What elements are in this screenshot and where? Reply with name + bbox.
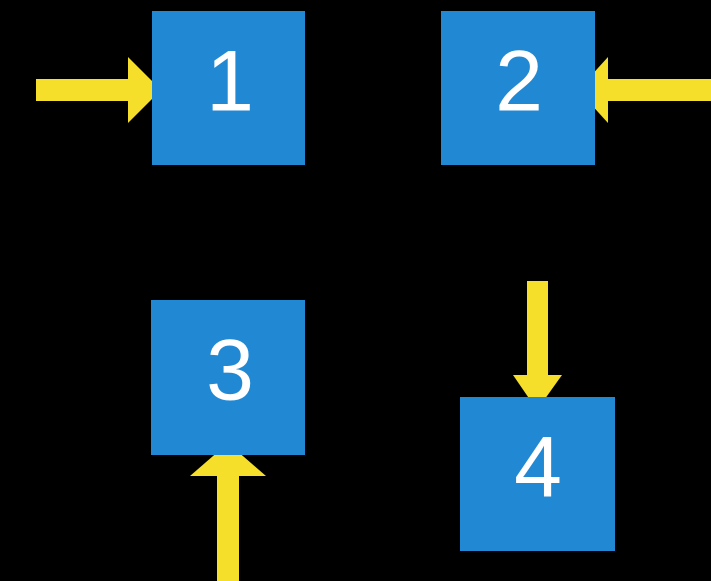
box-label-1: 1 [206,34,254,130]
box-4[interactable] [460,397,615,551]
labels-group: 1 2 3 4 [206,34,562,516]
arrow-up-to-node-3 [190,443,266,581]
arrow-left-to-node-2 [578,57,711,123]
box-label-2: 2 [495,34,543,130]
box-label-3: 3 [206,323,254,419]
box-3[interactable] [151,300,305,455]
box-label-4: 4 [514,420,562,516]
nodes-group [151,11,615,551]
arrow-down-to-node-4 [513,281,562,410]
box-2[interactable] [441,11,595,165]
arrow-right-to-node-1 [36,57,161,123]
box-1[interactable] [152,11,305,165]
arrows-group [36,57,711,581]
